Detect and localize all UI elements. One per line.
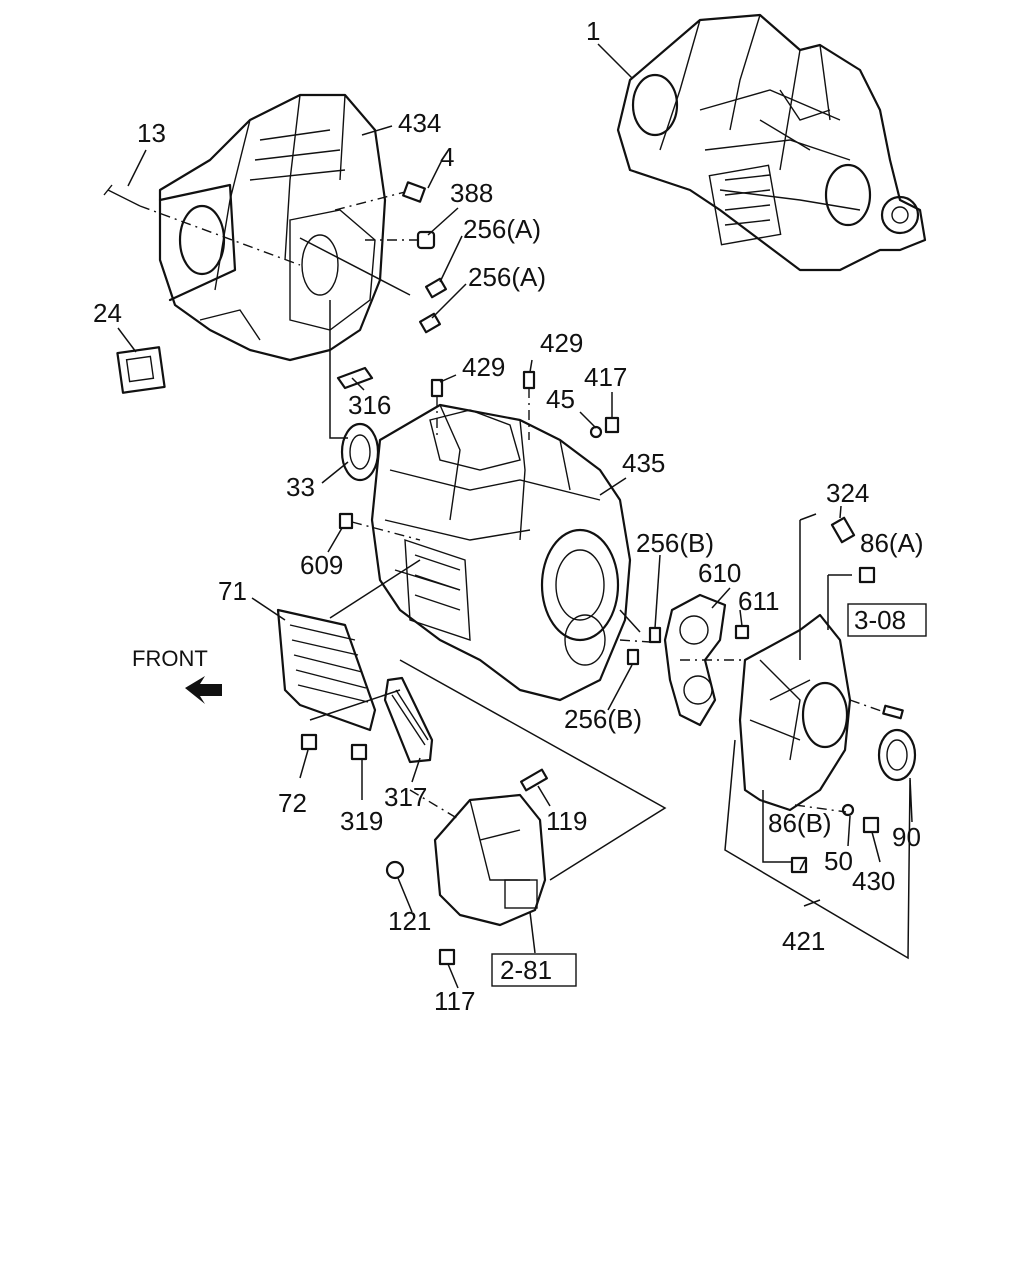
- callout-429-left: 429: [462, 352, 505, 382]
- callout-421: 421: [782, 926, 825, 956]
- callout-611: 611: [738, 586, 779, 616]
- callout-119: 119: [546, 806, 587, 836]
- callout-4: 4: [440, 142, 454, 172]
- seal-90-illustration: [877, 728, 917, 782]
- callout-50: 50: [824, 846, 853, 876]
- callout-256a-1: 256(A): [463, 214, 541, 244]
- callout-72: 72: [278, 788, 307, 818]
- transmission-assembly-illustration: [616, 13, 927, 272]
- callout-45: 45: [546, 384, 575, 414]
- callout-71: 71: [218, 576, 247, 606]
- callout-609: 609: [300, 550, 343, 580]
- callout-317: 317: [384, 782, 427, 812]
- callout-24: 24: [93, 298, 122, 328]
- rear-cover-illustration: [738, 613, 852, 812]
- callout-434: 434: [398, 108, 441, 138]
- callout-90: 90: [892, 822, 921, 852]
- pto-unit-illustration: [433, 793, 547, 927]
- callout-316: 316: [348, 390, 391, 420]
- callout-610: 610: [698, 558, 741, 588]
- seal-33-illustration: [340, 422, 380, 482]
- reference-box-3-08: [847, 603, 927, 637]
- reference-3-08: 3-08: [854, 605, 906, 635]
- callout-86b: 86(B): [768, 808, 832, 838]
- callout-429-right: 429: [540, 328, 583, 358]
- callout-417: 417: [584, 362, 627, 392]
- connector-24-illustration: [116, 346, 166, 394]
- gasket-610-illustration: [663, 593, 727, 727]
- callout-256b-bottom: 256(B): [564, 704, 642, 734]
- callout-1: 1: [586, 16, 600, 46]
- clutch-housing-illustration: [158, 93, 387, 362]
- callout-430: 430: [852, 866, 895, 896]
- callout-319: 319: [340, 806, 383, 836]
- reference-2-81: 2-81: [500, 955, 552, 985]
- callout-388: 388: [450, 178, 493, 208]
- assembly-lines: [139, 191, 885, 881]
- fasteners-illustration: [103, 181, 904, 966]
- callout-435: 435: [622, 448, 665, 478]
- callout-324: 324: [826, 478, 869, 508]
- callout-256b-top: 256(B): [636, 528, 714, 558]
- gasket-317-illustration: [383, 676, 434, 764]
- leader-lines: [117, 43, 913, 989]
- callout-33: 33: [286, 472, 315, 502]
- callout-117: 117: [434, 986, 475, 1016]
- front-arrow-icon: [185, 676, 222, 704]
- callout-121: 121: [388, 906, 431, 936]
- reference-box-2-81: [491, 953, 577, 987]
- transmission-case-illustration: [370, 403, 632, 702]
- callout-13: 13: [137, 118, 166, 148]
- callout-256a-2: 256(A): [468, 262, 546, 292]
- side-cover-illustration: [276, 608, 377, 732]
- front-direction-label: FRONT: [132, 646, 208, 671]
- callout-86a: 86(A): [860, 528, 924, 558]
- plate-316-illustration: [336, 366, 374, 390]
